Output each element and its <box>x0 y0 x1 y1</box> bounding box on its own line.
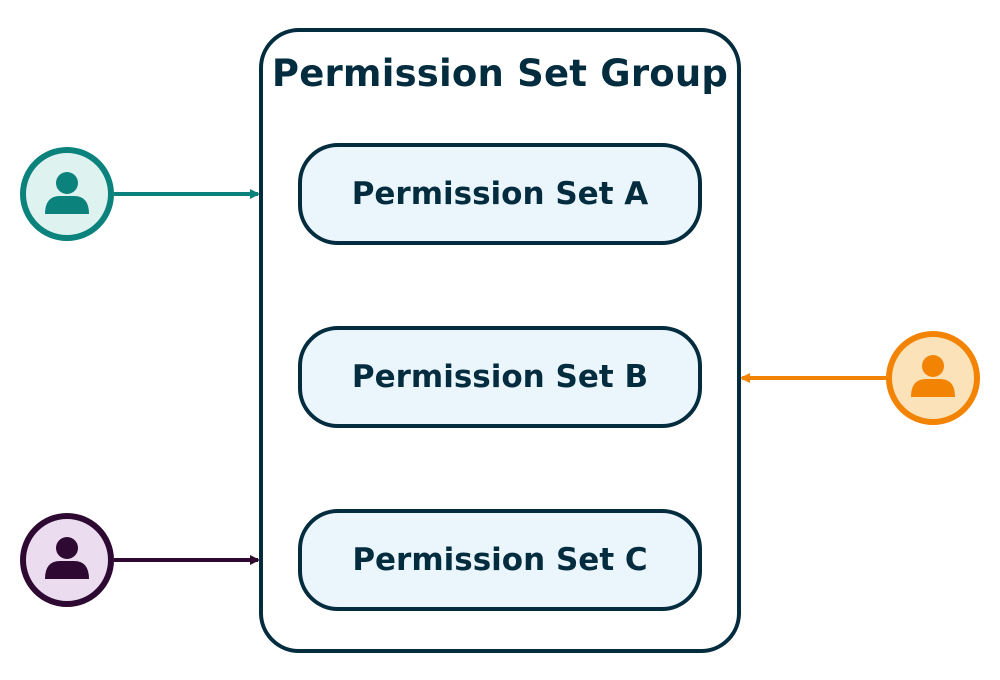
user-1-avatar <box>20 147 114 241</box>
permission-set-label: Permission Set C <box>352 542 648 578</box>
permission-set-label: Permission Set B <box>351 359 649 395</box>
group-title: Permission Set Group <box>271 52 729 95</box>
permission-set-b: Permission Set B <box>298 326 702 428</box>
person-icon <box>45 537 89 579</box>
user-2-avatar <box>886 331 980 425</box>
permission-set-c: Permission Set C <box>298 509 702 611</box>
person-icon <box>911 355 955 397</box>
permission-set-a: Permission Set A <box>298 143 702 245</box>
permission-set-group-container <box>259 28 741 653</box>
user-3-avatar <box>20 513 114 607</box>
permission-set-label: Permission Set A <box>351 176 649 212</box>
person-icon <box>45 172 89 214</box>
